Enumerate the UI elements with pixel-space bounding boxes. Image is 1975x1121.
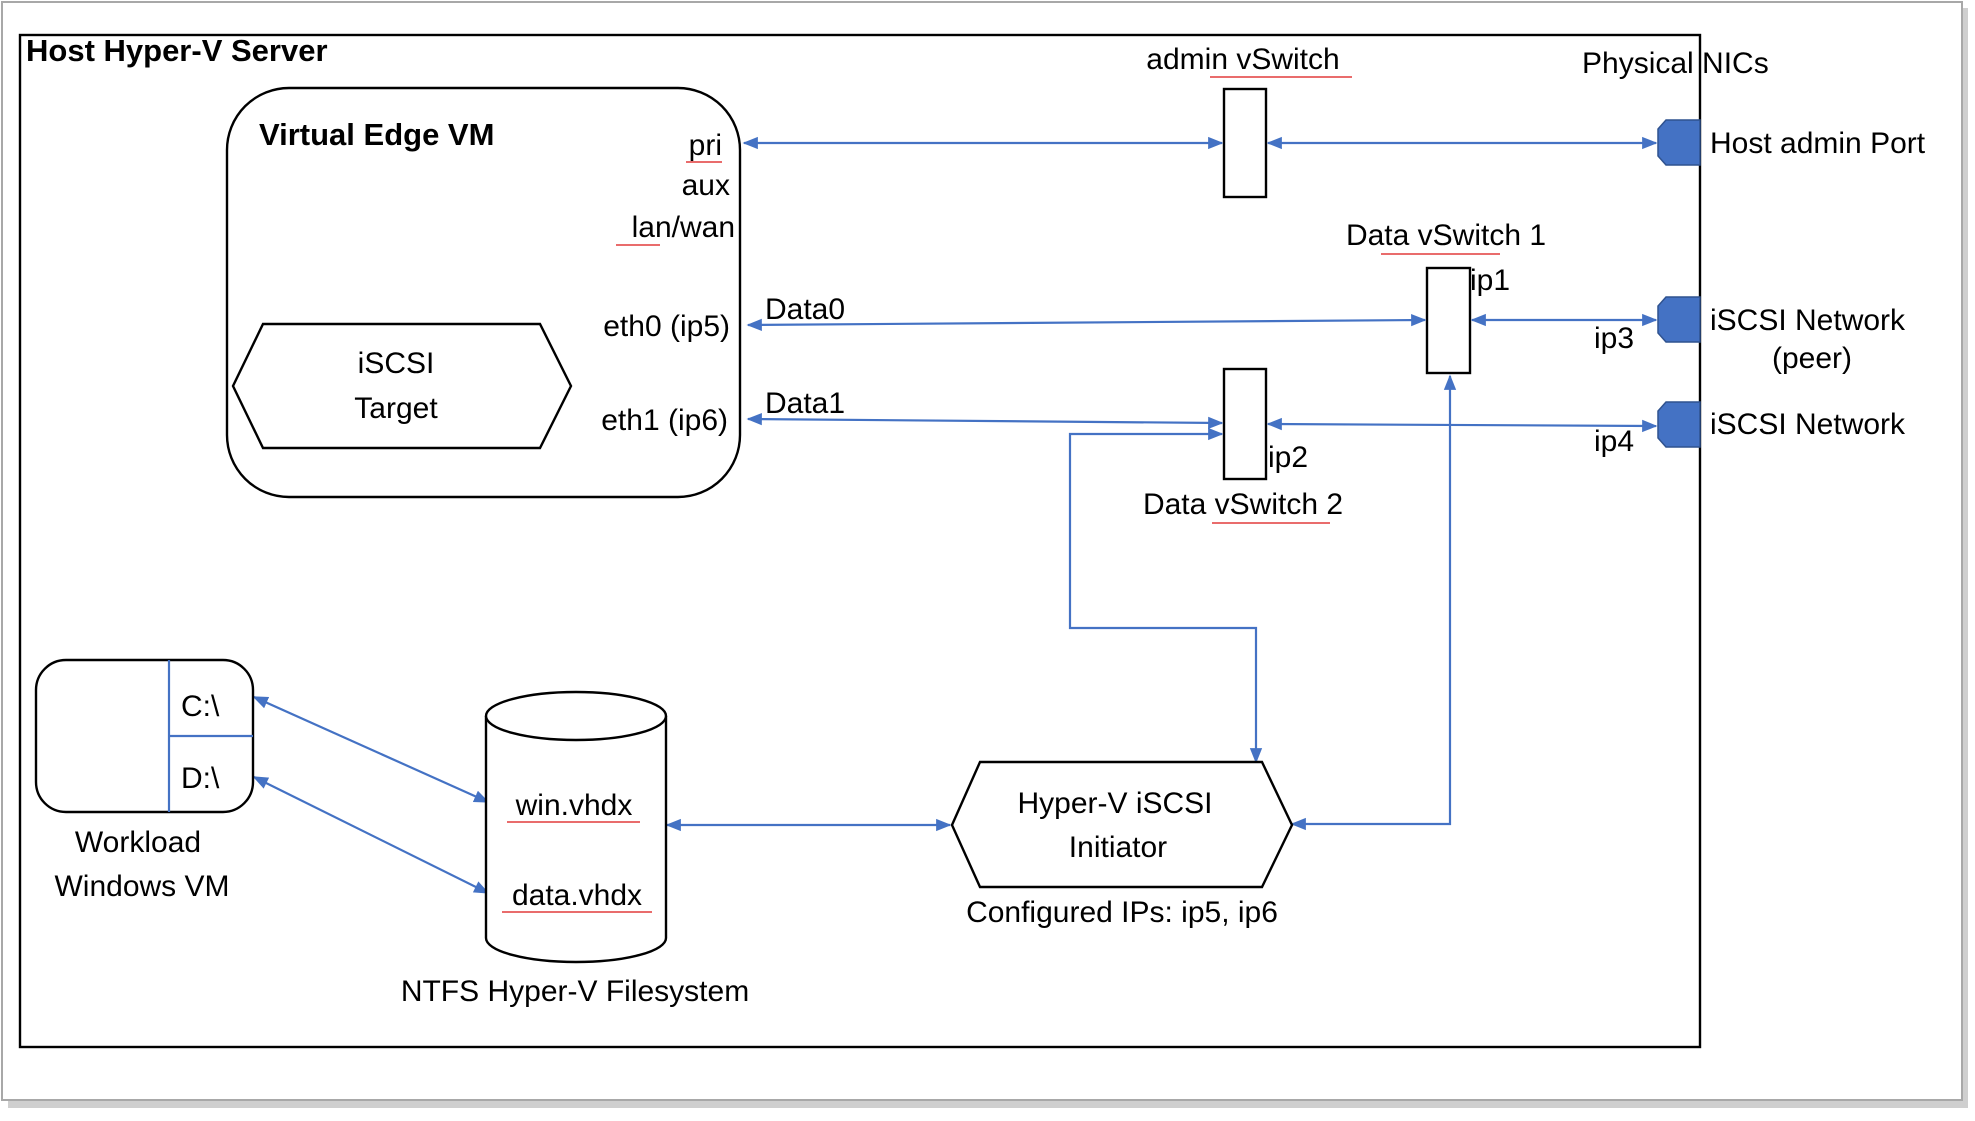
port-lan-wan: lan/wan <box>632 211 735 244</box>
nic-iscsi-peer <box>1657 296 1701 343</box>
label-ip2: ip2 <box>1268 441 1308 474</box>
iscsi-target-shape <box>231 322 573 450</box>
link-label-data1: Data1 <box>765 387 845 420</box>
filesystem-cylinder-body <box>484 716 668 964</box>
port-eth0: eth0 (ip5) <box>603 310 730 343</box>
drive-d: D:\ <box>181 762 220 795</box>
host-admin-port-label: Host admin Port <box>1710 127 1926 160</box>
label-ip1: ip1 <box>1470 264 1510 297</box>
drive-c: C:\ <box>181 690 220 723</box>
host-title: Host Hyper-V Server <box>26 33 328 68</box>
file-data-vhdx: data.vhdx <box>512 879 642 912</box>
label-ip4: ip4 <box>1594 425 1634 458</box>
iscsi-target-line2: Target <box>354 392 438 425</box>
iscsi-target-line1: iSCSI <box>358 347 435 380</box>
link-data0 <box>746 313 1427 332</box>
iscsi-peer-label-line1: iSCSI Network <box>1710 304 1906 337</box>
link-data1 <box>746 412 1224 430</box>
configured-ips-label: Configured IPs: ip5, ip6 <box>966 896 1278 929</box>
link-initiator-data-vswitch-1 <box>1290 374 1457 831</box>
nic-iscsi <box>1657 401 1701 448</box>
admin-vswitch-label: admin vSwitch <box>1146 43 1339 76</box>
port-eth1: eth1 (ip6) <box>601 404 728 437</box>
workload-label-line1: Workload <box>75 826 201 859</box>
edge-vm-title: Virtual Edge VM <box>259 117 494 152</box>
filesystem-cylinder-top <box>484 690 668 742</box>
label-ip3: ip3 <box>1594 322 1634 355</box>
iscsi-initiator-shape <box>950 760 1294 889</box>
link-drive-d-data-vhdx <box>252 776 490 894</box>
data-vswitch-2 <box>1222 367 1268 481</box>
initiator-line1: Hyper-V iSCSI <box>1017 787 1212 820</box>
file-win-vhdx: win.vhdx <box>515 789 633 822</box>
filesystem-label: NTFS Hyper-V Filesystem <box>401 975 749 1008</box>
physical-nics-heading: Physical NICs <box>1582 47 1769 80</box>
data-vswitch-1-label: Data vSwitch 1 <box>1346 219 1546 252</box>
link-label-data0: Data0 <box>765 293 845 326</box>
host-server-box <box>18 33 1702 1049</box>
iscsi-peer-label-line2: (peer) <box>1772 342 1852 375</box>
data-vswitch-1 <box>1425 266 1472 375</box>
nic-admin-port <box>1657 119 1701 166</box>
port-aux: aux <box>682 169 730 202</box>
admin-vswitch <box>1222 87 1268 199</box>
data-vswitch-2-label: Data vSwitch 2 <box>1143 488 1343 521</box>
initiator-line2: Initiator <box>1069 831 1167 864</box>
link-initiator-data-vswitch-2 <box>1068 427 1263 764</box>
port-pri: pri <box>689 129 722 162</box>
workload-label-line2: Windows VM <box>54 870 229 903</box>
iscsi-network-label: iSCSI Network <box>1710 408 1906 441</box>
